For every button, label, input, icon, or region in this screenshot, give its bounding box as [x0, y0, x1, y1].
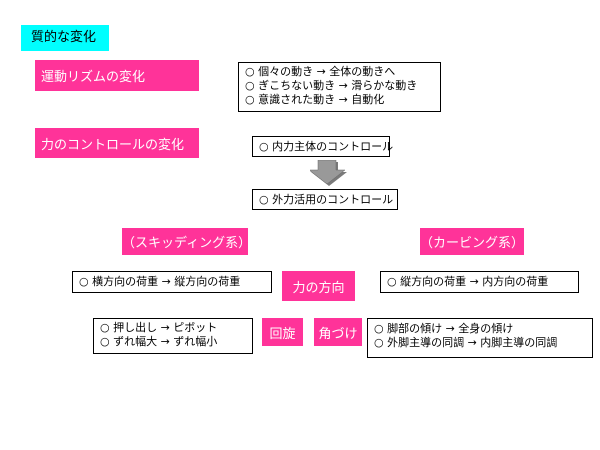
carving-detail-box: ○ 脚部の傾け → 全身の傾け ○ 外脚主導の同調 → 内脚主導の同調 — [367, 318, 593, 358]
skidding-load-box: ○ 横方向の荷重 → 縦方向の荷重 — [72, 271, 272, 293]
rhythm-line-3: ○ 意識された動き → 自動化 — [245, 93, 385, 106]
skidding-line-1: ○ 押し出し → ピボット — [100, 321, 218, 334]
inner-force-box: ○ 内力主体のコントロール — [252, 136, 393, 157]
carving-load-box: ○ 縦方向の荷重 → 内方向の荷重 — [380, 271, 579, 293]
skidding-detail-box: ○ 押し出し → ピボット ○ ずれ幅大 → ずれ幅小 — [93, 318, 253, 354]
carving-line-1: ○ 脚部の傾け → 全身の傾け — [374, 322, 514, 335]
carving-line-2: ○ 外脚主導の同調 → 内脚主導の同調 — [374, 336, 558, 349]
skidding-label: （スキッディング系） — [122, 228, 251, 255]
edging-label: 角づけ — [314, 318, 362, 346]
skidding-line-2: ○ ずれ幅大 → ずれ幅小 — [100, 335, 218, 348]
page-title: 質的な変化 — [21, 25, 109, 51]
carving-label: （カービング系） — [420, 228, 524, 255]
outer-force-box: ○ 外力活用のコントロール — [252, 189, 398, 210]
rhythm-change-label: 運動リズムの変化 — [35, 60, 199, 91]
rhythm-change-box: ○ 個々の動き → 全体の動きへ ○ ぎこちない動き → 滑らかな動き ○ 意識… — [238, 62, 441, 112]
rotation-label: 回旋 — [262, 318, 303, 346]
force-direction-label: 力の方向 — [282, 271, 355, 301]
down-arrow-icon — [310, 160, 347, 186]
rhythm-line-1: ○ 個々の動き → 全体の動きへ — [245, 65, 396, 78]
force-control-label: 力のコントロールの変化 — [35, 128, 199, 158]
rhythm-line-2: ○ ぎこちない動き → 滑らかな動き — [245, 79, 418, 92]
